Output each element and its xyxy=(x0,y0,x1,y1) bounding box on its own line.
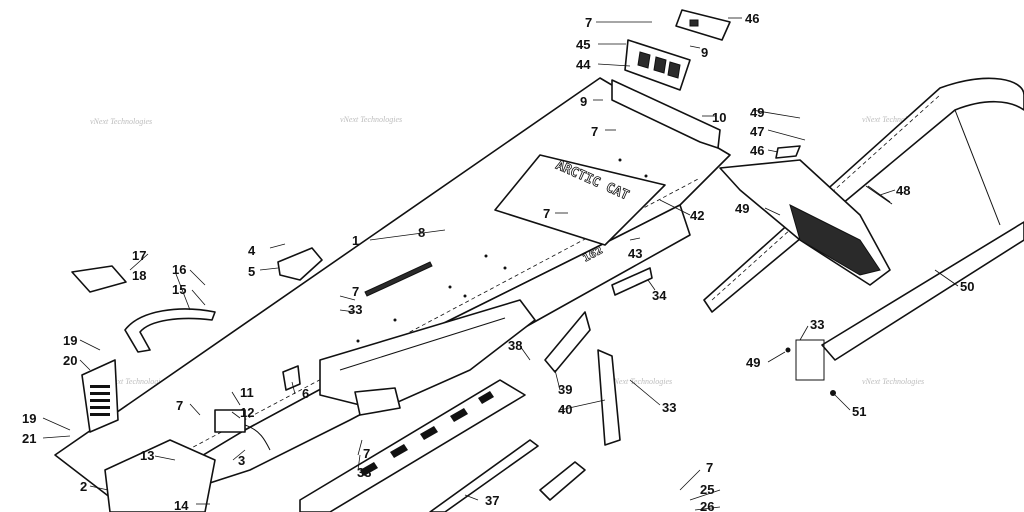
callout-34: 37 xyxy=(485,493,499,508)
callout-2: 2 xyxy=(80,479,87,494)
callout-32: 33 xyxy=(348,302,362,317)
rear-hardware xyxy=(785,339,836,396)
decal-plate xyxy=(494,154,666,246)
front-components xyxy=(71,247,323,512)
watermark: vNext Technologies xyxy=(862,377,924,386)
watermark: vNext Technologies xyxy=(610,377,672,386)
callout-17: 17 xyxy=(132,248,146,263)
callout-49: 49 xyxy=(746,355,760,370)
callout-10: 10 xyxy=(712,110,726,125)
callout-11: 11 xyxy=(240,385,254,400)
callout-7: 7 xyxy=(352,284,359,299)
callout-32: 33 xyxy=(662,400,676,415)
callout-33: 34 xyxy=(652,288,667,303)
callout-43: 45 xyxy=(576,37,590,52)
callout-16: 16 xyxy=(172,262,186,277)
callout-7: 7 xyxy=(585,15,592,30)
callout-7: 7 xyxy=(176,398,183,413)
callout-18: 18 xyxy=(132,268,146,283)
callout-13: 13 xyxy=(140,448,154,463)
mount-bracket xyxy=(277,247,323,281)
callout-50: 50 xyxy=(960,279,974,294)
watermark: vNext Technologies xyxy=(340,115,402,124)
callout-7: 7 xyxy=(706,460,713,475)
callout-46: 47 xyxy=(750,124,764,139)
callout-42: 44 xyxy=(576,57,591,72)
callout-9: 9 xyxy=(580,94,587,109)
callout-32: 33 xyxy=(810,317,824,332)
callout-19: 19 xyxy=(22,411,36,426)
control-module xyxy=(214,409,246,433)
callout-48: 49 xyxy=(750,105,764,120)
grille-slots xyxy=(90,385,110,416)
running-board xyxy=(319,299,536,416)
watermark: vNext Technologies xyxy=(862,115,924,124)
hood-cover xyxy=(71,265,127,293)
cap xyxy=(282,365,301,391)
rear-grab-handle xyxy=(675,9,731,41)
callout-32: 33 xyxy=(357,465,371,480)
callout-labels: 7 45 44 46 9 9 10 7 1 8 7 42 43 34 4 5 7… xyxy=(22,11,974,512)
callout-45: 46 xyxy=(750,143,764,158)
rear-suspension-rail xyxy=(299,379,586,512)
callout-47: 48 xyxy=(896,183,910,198)
callout-39: 40 xyxy=(558,402,572,417)
grab-handle xyxy=(124,308,216,353)
callout-25: 25 xyxy=(700,482,714,497)
watermark: vNext Technologies xyxy=(90,117,152,126)
callout-15: 15 xyxy=(172,282,186,297)
callout-37: 38 xyxy=(508,338,522,353)
callout-3: 3 xyxy=(238,453,245,468)
tunnel-top-deck xyxy=(54,77,731,506)
callout-44: 46 xyxy=(745,11,759,26)
rear-bracket xyxy=(611,79,721,149)
strap-bracket xyxy=(611,267,653,296)
callout-14: 14 xyxy=(174,498,189,512)
callout-9: 9 xyxy=(701,45,708,60)
grille-bracket xyxy=(81,359,119,433)
callout-8: 8 xyxy=(418,225,425,240)
watermark: vNext Technologies xyxy=(105,377,167,386)
reinforcement-strip xyxy=(364,261,433,297)
callout-41: 43 xyxy=(628,246,642,261)
callout-6: 6 xyxy=(302,386,309,401)
callout-4: 4 xyxy=(248,243,256,258)
callout-1: 1 xyxy=(352,233,359,248)
front-plate xyxy=(104,439,216,512)
callout-51: 51 xyxy=(852,404,866,419)
callout-40: 42 xyxy=(690,208,704,223)
callout-48: 49 xyxy=(735,201,749,216)
callout-19: 19 xyxy=(63,333,77,348)
callout-7: 7 xyxy=(543,206,550,221)
side-bracket xyxy=(544,311,621,446)
leader-lines xyxy=(42,17,959,511)
callout-5: 5 xyxy=(248,264,255,279)
callout-38: 39 xyxy=(558,382,572,397)
callout-12: 12 xyxy=(240,405,254,420)
callout-20: 20 xyxy=(63,353,77,368)
rear-snowflap-bracket xyxy=(624,39,691,91)
callout-26: 26 xyxy=(700,499,714,512)
callout-7: 7 xyxy=(363,446,370,461)
callout-21: 21 xyxy=(22,431,36,446)
callout-7: 7 xyxy=(591,124,598,139)
tail-light-housing xyxy=(719,145,891,286)
rear-bumper-frame xyxy=(703,77,1024,361)
reflector xyxy=(865,185,893,205)
